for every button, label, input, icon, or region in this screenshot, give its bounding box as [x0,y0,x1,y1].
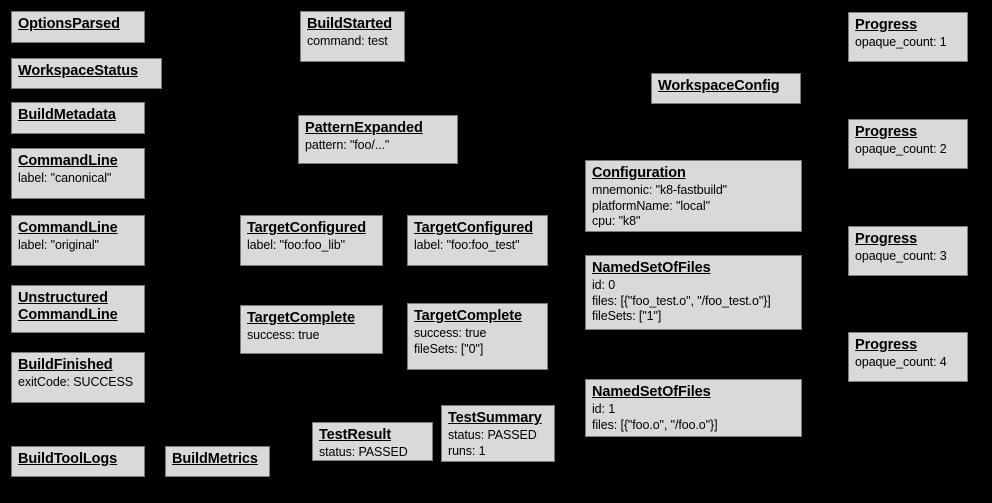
node-target-complete-lib[interactable]: TargetComplete success: true [240,305,383,354]
node-field: id: 1 [592,402,616,416]
node-build-metadata[interactable]: BuildMetadata [11,102,145,134]
node-title: CommandLine [18,220,118,236]
node-fields: label: "foo:foo_test" [414,238,541,254]
node-title: CommandLine [18,153,118,169]
node-title: Progress [855,17,918,33]
node-fields: success: true [247,328,376,344]
node-title: TargetConfigured [414,220,533,236]
node-field: status: PASSED [448,428,537,442]
node-options-parsed[interactable]: OptionsParsed [11,11,145,43]
node-title: TestSummary [448,410,542,426]
node-title: Progress [855,337,918,353]
node-command-line-original[interactable]: CommandLine label: "original" [11,215,145,266]
node-fields: opaque_count: 2 [855,142,961,158]
node-progress-4[interactable]: Progress opaque_count: 4 [848,332,968,382]
node-title: TestResult [319,427,392,443]
node-field: label: "foo:foo_test" [414,238,520,252]
node-title: WorkspaceConfig [658,78,780,94]
node-field: label: "foo:foo_lib" [247,238,345,252]
node-fields: opaque_count: 1 [855,35,961,51]
node-workspace-status[interactable]: WorkspaceStatus [11,58,162,89]
node-command-line-canonical[interactable]: CommandLine label: "canonical" [11,148,145,199]
node-build-started[interactable]: BuildStarted command: test [300,11,405,62]
node-field: fileSets: ["1"] [592,309,662,323]
node-field: files: [{"foo_test.o", "/foo_test.o"}] [592,293,771,308]
node-field: id: 0 [592,278,616,292]
node-title: Configuration [592,165,686,181]
node-field: platformName: "local" [592,198,710,213]
node-fields: command: test [307,34,398,50]
node-title: Progress [855,124,918,140]
node-title: BuildMetrics [172,451,258,467]
node-progress-1[interactable]: Progress opaque_count: 1 [848,12,968,62]
node-title: NamedSetOfFiles [592,260,711,276]
node-title: BuildFinished [18,357,113,373]
node-field: success: true [414,326,487,340]
node-title: OptionsParsed [18,16,120,32]
node-progress-3[interactable]: Progress opaque_count: 3 [848,226,968,276]
node-title: BuildStarted [307,16,393,32]
node-field: status: PASSED [319,445,408,459]
node-field: cpu: "k8" [592,214,641,228]
node-test-result[interactable]: TestResult status: PASSED [312,422,433,461]
node-field: mnemonic: "k8-fastbuild" [592,183,728,197]
node-field: fileSets: ["0"] [414,341,484,356]
node-fields: pattern: "foo/..." [305,138,451,154]
node-fields: opaque_count: 3 [855,249,961,265]
node-fields: status: PASSED [319,445,426,461]
node-title: NamedSetOfFiles [592,384,711,400]
node-title: TargetConfigured [247,220,366,236]
node-field: success: true [247,328,320,342]
node-build-finished[interactable]: BuildFinished exitCode: SUCCESS [11,352,145,403]
node-title: BuildMetadata [18,107,116,123]
node-field: files: [{"foo.o", "/foo.o"}] [592,417,718,432]
node-field: exitCode: SUCCESS [18,375,134,389]
node-fields: label: "canonical" [18,171,138,187]
node-build-tool-logs[interactable]: BuildToolLogs [11,446,145,477]
node-title: BuildToolLogs [18,451,118,467]
node-title: Progress [855,231,918,247]
node-field: opaque_count: 4 [855,355,947,369]
node-field: runs: 1 [448,443,486,458]
node-fields: label: "foo:foo_lib" [247,238,376,254]
node-title: TargetComplete [414,308,522,324]
node-fields: mnemonic: "k8-fastbuild"platformName: "l… [592,183,795,230]
node-fields: opaque_count: 4 [855,355,961,371]
node-progress-2[interactable]: Progress opaque_count: 2 [848,119,968,169]
node-field: opaque_count: 3 [855,249,947,263]
node-title: Unstructured CommandLine [18,290,118,323]
node-field: label: "original" [18,238,99,252]
node-field: opaque_count: 1 [855,35,947,49]
node-fields: label: "original" [18,238,138,254]
node-pattern-expanded[interactable]: PatternExpanded pattern: "foo/..." [298,115,458,164]
node-workspace-config[interactable]: WorkspaceConfig [651,73,801,104]
node-build-metrics[interactable]: BuildMetrics [165,446,270,477]
node-title: PatternExpanded [305,120,423,136]
node-title: TargetComplete [247,310,355,326]
node-field: opaque_count: 2 [855,142,947,156]
node-unstructured-command-line[interactable]: Unstructured CommandLine [11,285,145,333]
node-title: WorkspaceStatus [18,63,138,79]
node-field: label: "canonical" [18,171,112,185]
node-target-configured-foo-test[interactable]: TargetConfigured label: "foo:foo_test" [407,215,548,266]
node-fields: exitCode: SUCCESS [18,375,138,391]
node-configuration[interactable]: Configuration mnemonic: "k8-fastbuild"pla… [585,160,802,232]
node-target-configured-foo-lib[interactable]: TargetConfigured label: "foo:foo_lib" [240,215,383,266]
node-field: pattern: "foo/..." [305,138,390,152]
node-field: command: test [307,34,388,48]
